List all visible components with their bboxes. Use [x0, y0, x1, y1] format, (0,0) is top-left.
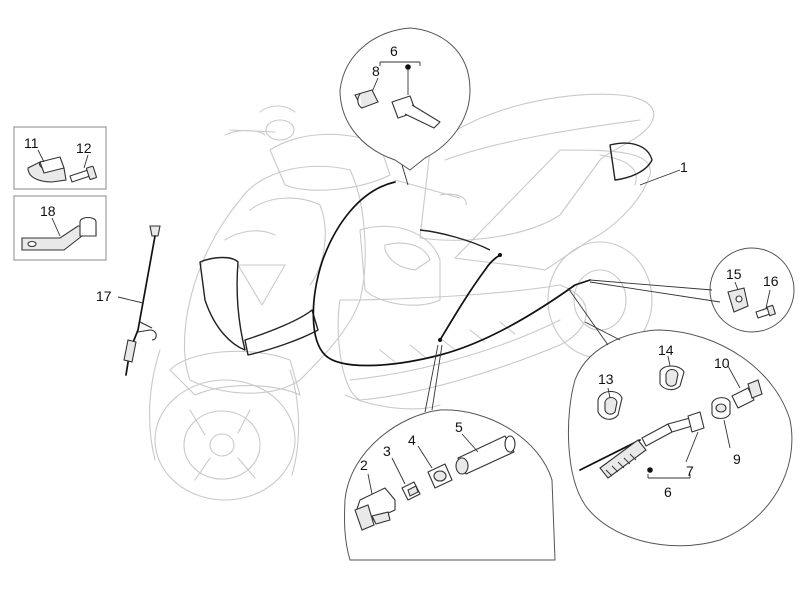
callout-11: 11: [24, 135, 39, 151]
inset-cable-end-fittings: [567, 287, 793, 547]
inset-top-fittings: [339, 27, 471, 186]
callout-13: 13: [598, 371, 614, 387]
inset-clip-screw: [589, 247, 795, 333]
callout-1: 1: [680, 159, 688, 175]
inset-cable-adjusters: [344, 344, 556, 561]
callout-17: 17: [96, 288, 112, 304]
callout-9: 9: [733, 451, 741, 467]
callout-18: 18: [40, 203, 56, 219]
callout-10: 10: [714, 355, 730, 371]
callout-8: 8: [372, 63, 380, 79]
callout-15: 15: [726, 266, 742, 282]
main-cable-routing: [312, 181, 591, 367]
callout-4: 4: [408, 432, 416, 448]
callout-3: 3: [383, 443, 391, 459]
callout-7: 7: [686, 463, 694, 479]
inset-box-clamp-bolt: [13, 126, 107, 190]
callout-16: 16: [763, 273, 779, 289]
callout-6-bottom: 6: [664, 484, 672, 500]
callout-labels: 1 2 3 4 5 6 6 7 8 9 10 11 12 13 14 15 16…: [24, 43, 779, 500]
part-17-cable: [117, 225, 161, 376]
callout-14: 14: [658, 342, 674, 358]
inset-box-bracket: [13, 195, 107, 261]
callout-12: 12: [76, 140, 92, 156]
callout-2: 2: [360, 457, 368, 473]
callout-5: 5: [455, 419, 463, 435]
callout-6-top: 6: [390, 43, 398, 59]
